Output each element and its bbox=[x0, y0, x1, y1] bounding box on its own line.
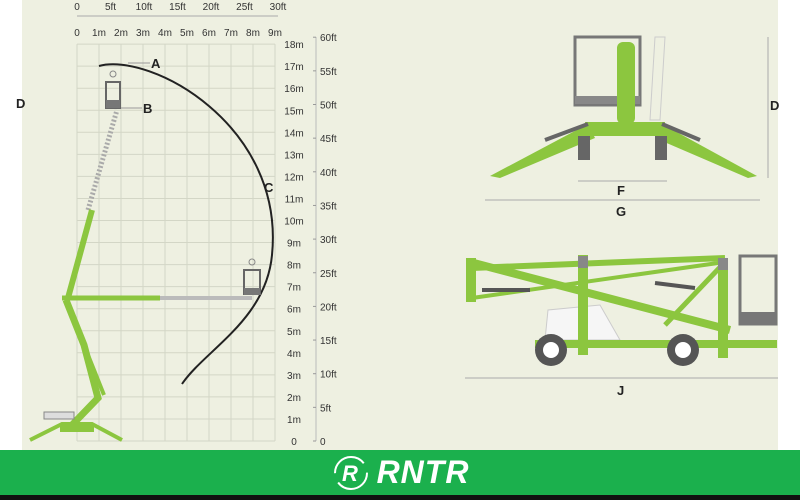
right-m-tick-label: 1m bbox=[287, 415, 301, 426]
lift-front-view bbox=[485, 35, 769, 201]
top-ft-tick-label: 25ft bbox=[236, 2, 253, 13]
right-m-tick-label: 11m bbox=[285, 194, 304, 205]
right-m-tick-label: 0 bbox=[291, 437, 297, 448]
right-m-tick-label: 6m bbox=[287, 305, 301, 316]
right-ft-tick-label: 55ft bbox=[320, 67, 337, 78]
right-ft-tick-label: 25ft bbox=[320, 269, 337, 280]
label-a: A bbox=[151, 56, 161, 71]
top-m-tick-label: 4m bbox=[158, 28, 172, 39]
working-range-grid bbox=[76, 43, 276, 442]
right-m-tick-label: 2m bbox=[287, 393, 301, 404]
top-m-tick-label: 2m bbox=[114, 28, 128, 39]
right-ft-tick-label: 10ft bbox=[320, 370, 337, 381]
label-g: G bbox=[616, 204, 626, 219]
right-ft-tick-label: 15ft bbox=[320, 336, 337, 347]
top-ft-tick-label: 5ft bbox=[105, 2, 116, 13]
axes: 0 5ft 10ft 15ft 20ft 25ft 30ft 0 1m 2m 3m 4m 5m 6m 7m 8… bbox=[74, 2, 337, 448]
right-m-tick-label: 17m bbox=[284, 62, 303, 73]
bottom-bar bbox=[0, 495, 800, 500]
lift-extended-side-view bbox=[29, 70, 261, 442]
right-ft-tick-label: 40ft bbox=[320, 168, 337, 179]
label-b: B bbox=[143, 101, 152, 116]
right-m-tick-label: 5m bbox=[287, 327, 301, 338]
lift-stowed-side-view bbox=[465, 254, 778, 379]
right-m-tick-label: 4m bbox=[287, 349, 301, 360]
working-envelope-curve bbox=[98, 63, 274, 385]
label-d-left: D bbox=[16, 96, 25, 111]
top-ft-tick-label: 15ft bbox=[169, 2, 186, 13]
brand-logo-text: RNTR bbox=[376, 454, 470, 490]
boom-lift-diagram: 0 5ft 10ft 15ft 20ft 25ft 30ft 0 1m 2m 3m 4m 5m 6m 7m 8… bbox=[16, 0, 779, 450]
right-ft-tick-label: 45ft bbox=[320, 134, 337, 145]
top-ft-tick-label: 0 bbox=[74, 2, 80, 13]
label-j: J bbox=[617, 383, 624, 398]
right-ft-tick-label: 0 bbox=[320, 437, 326, 448]
top-m-tick-label: 9m bbox=[268, 28, 282, 39]
label-d: D bbox=[770, 98, 779, 113]
footer-banner: R RNTR bbox=[0, 450, 800, 495]
right-m-tick-label: 3m bbox=[287, 371, 301, 382]
right-m-tick-label: 14m bbox=[284, 128, 303, 139]
right-m-tick-label: 15m bbox=[284, 106, 303, 117]
right-m-tick-label: 9m bbox=[287, 239, 301, 250]
right-m-tick-label: 10m bbox=[284, 217, 303, 228]
top-m-tick-label: 5m bbox=[180, 28, 194, 39]
right-ft-tick-label: 60ft bbox=[320, 33, 337, 44]
top-m-tick-label: 0 bbox=[74, 28, 80, 39]
right-m-tick-label: 18m bbox=[284, 40, 303, 51]
top-m-tick-label: 7m bbox=[224, 28, 238, 39]
right-m-tick-label: 8m bbox=[287, 261, 301, 272]
right-m-tick-label: 7m bbox=[287, 283, 301, 294]
svg-text:R: R bbox=[342, 461, 358, 486]
top-ft-tick-label: 20ft bbox=[203, 2, 220, 13]
right-ft-tick-label: 5ft bbox=[320, 403, 331, 414]
right-m-tick-label: 16m bbox=[284, 84, 303, 95]
top-m-tick-label: 8m bbox=[246, 28, 260, 39]
top-ft-tick-label: 10ft bbox=[136, 2, 153, 13]
top-m-tick-label: 3m bbox=[136, 28, 150, 39]
right-m-tick-label: 13m bbox=[284, 150, 303, 161]
top-m-tick-label: 1m bbox=[92, 28, 106, 39]
right-m-tick-label: 12m bbox=[284, 172, 303, 183]
top-ft-tick-label: 30ft bbox=[270, 2, 287, 13]
label-c: C bbox=[264, 180, 274, 195]
right-ft-tick-label: 20ft bbox=[320, 302, 337, 313]
label-f: F bbox=[617, 183, 625, 198]
right-ft-tick-label: 35ft bbox=[320, 201, 337, 212]
top-m-tick-label: 6m bbox=[202, 28, 216, 39]
rntr-logo-icon: R bbox=[333, 455, 368, 490]
right-ft-tick-label: 50ft bbox=[320, 101, 337, 112]
right-ft-tick-label: 30ft bbox=[320, 235, 337, 246]
